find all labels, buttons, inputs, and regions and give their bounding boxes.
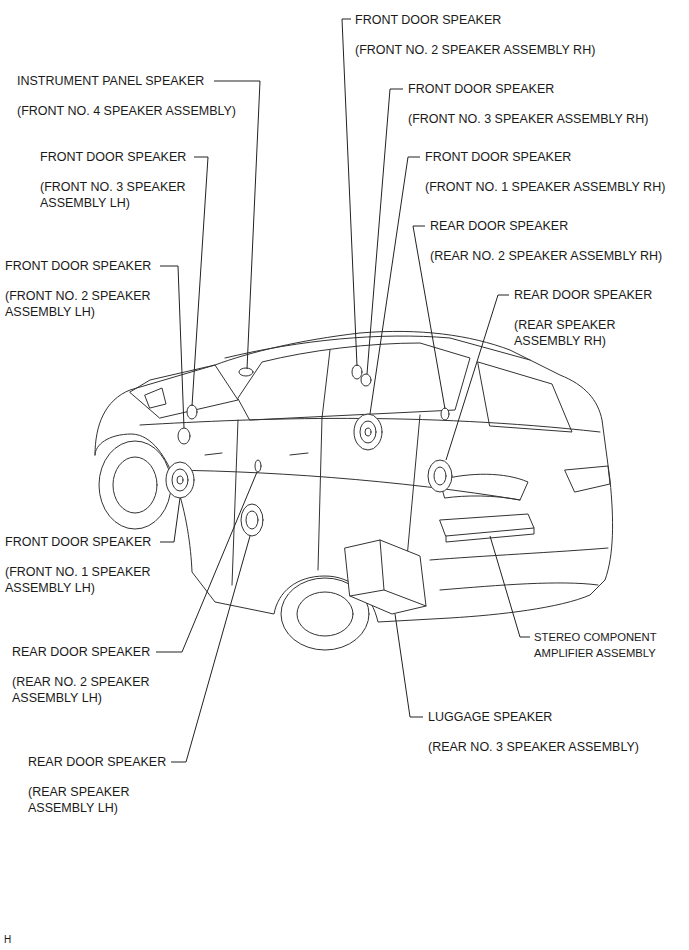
leader-line [367,89,403,374]
wheel [297,592,353,636]
part-label: REAR DOOR SPEAKER [430,218,568,234]
body-crease [150,470,520,500]
leader-line [395,614,423,717]
part-label: (FRONT NO. 2 SPEAKER ASSEMBLY RH) [355,42,595,58]
windshield [130,365,238,418]
door-line [318,418,322,570]
amplifier [440,514,534,536]
door-handle [205,453,222,455]
luggage-speaker [345,540,426,614]
part-label: REAR DOOR SPEAKER [28,754,166,770]
part-label: (FRONT NO. 4 SPEAKER ASSEMBLY) [17,103,236,119]
mirror [145,388,166,408]
part-label: (FRONT NO. 3 SPEAKER ASSEMBLY LH) [40,179,205,211]
leader-line [192,157,208,406]
leader-line [490,536,530,637]
part-label: (REAR SPEAKER ASSEMBLY LH) [28,784,188,816]
leader-line [156,472,257,652]
part-label: FRONT DOOR SPEAKER [5,258,151,274]
part-label: FRONT DOOR SPEAKER [5,534,151,550]
part-label: FRONT DOOR SPEAKER [40,149,186,165]
wheel [113,457,157,513]
leader-line [370,157,420,414]
leader-line [171,536,250,762]
part-label: (FRONT NO. 1 SPEAKER ASSEMBLY LH) [5,564,170,596]
tail-light [440,474,528,500]
part-label: (FRONT NO. 3 SPEAKER ASSEMBLY RH) [408,111,648,127]
speaker [166,365,452,536]
leader-line [342,19,357,366]
door-line [232,420,238,585]
part-label: REAR DOOR SPEAKER [514,287,652,303]
part-label: (REAR SPEAKER ASSEMBLY RH) [514,317,674,349]
leader-line [160,498,180,542]
luggage-speaker [350,540,426,606]
part-label: (REAR NO. 2 SPEAKER ASSEMBLY RH) [430,248,662,264]
door-handle [290,453,308,455]
part-label: LUGGAGE SPEAKER [428,709,552,725]
leader-lines [156,19,530,762]
leader-line [160,266,184,428]
leader-line [446,295,509,460]
leader-line [214,81,260,369]
part-label: FRONT DOOR SPEAKER [408,81,554,97]
wheel [99,441,171,529]
bumper [430,548,608,560]
part-label: (FRONT NO. 1 SPEAKER ASSEMBLY RH) [425,179,665,195]
part-label: INSTRUMENT PANEL SPEAKER [17,73,204,89]
part-label: FRONT DOOR SPEAKER [425,149,571,165]
tail-light [565,466,610,492]
amplifier [446,528,534,542]
part-label: FRONT DOOR SPEAKER [355,12,501,28]
part-label: H [4,932,11,948]
part-label: (REAR NO. 3 SPEAKER ASSEMBLY) [428,739,639,755]
rear-window [478,362,572,432]
part-label: STEREO COMPONENT AMPLIFIER ASSEMBLY [534,629,684,661]
bumper [440,583,598,590]
part-label: (FRONT NO. 2 SPEAKER ASSEMBLY LH) [5,288,170,320]
part-label: REAR DOOR SPEAKER [12,644,150,660]
pillar [322,350,330,418]
car-body [95,331,613,622]
part-label: (REAR NO. 2 SPEAKER ASSEMBLY LH) [12,674,177,706]
